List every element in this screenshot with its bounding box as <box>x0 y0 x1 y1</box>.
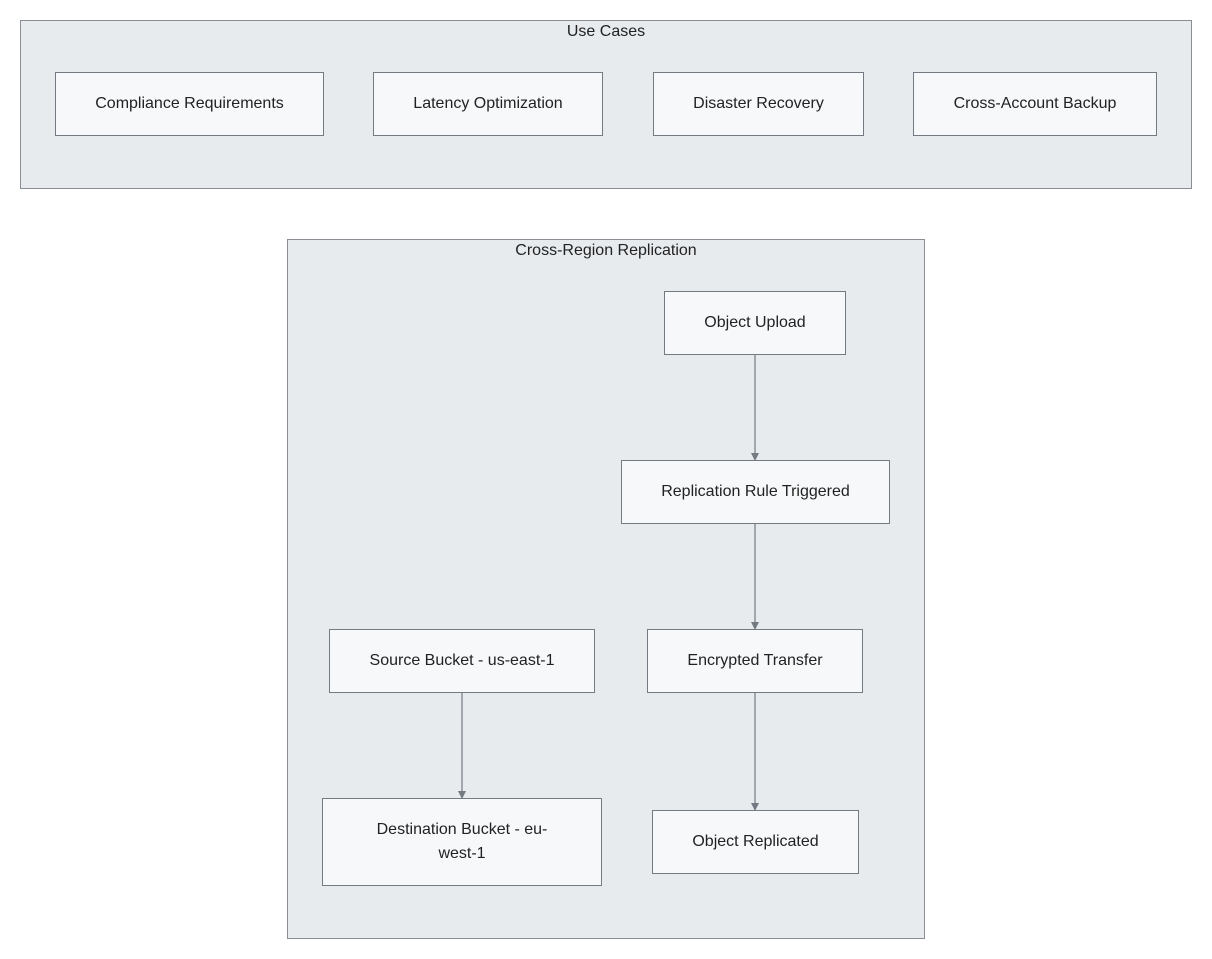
use-cases-title: Use Cases <box>566 23 646 40</box>
cross-region-replication-title: Cross-Region Replication <box>515 242 697 259</box>
use-case-compliance-requirements: Compliance Requirements <box>55 72 324 136</box>
use-case-disaster-recovery: Disaster Recovery <box>653 72 864 136</box>
node-encrypted-transfer: Encrypted Transfer <box>647 629 863 693</box>
use-case-latency-optimization: Latency Optimization <box>373 72 603 136</box>
use-case-cross-account-backup: Cross-Account Backup <box>913 72 1157 136</box>
node-object-replicated: Object Replicated <box>652 810 859 874</box>
node-object-upload: Object Upload <box>664 291 846 355</box>
node-replication-rule-triggered: Replication Rule Triggered <box>621 460 890 524</box>
node-source-bucket: Source Bucket - us-east-1 <box>329 629 595 693</box>
node-destination-bucket: Destination Bucket - eu-west-1 <box>322 798 602 886</box>
